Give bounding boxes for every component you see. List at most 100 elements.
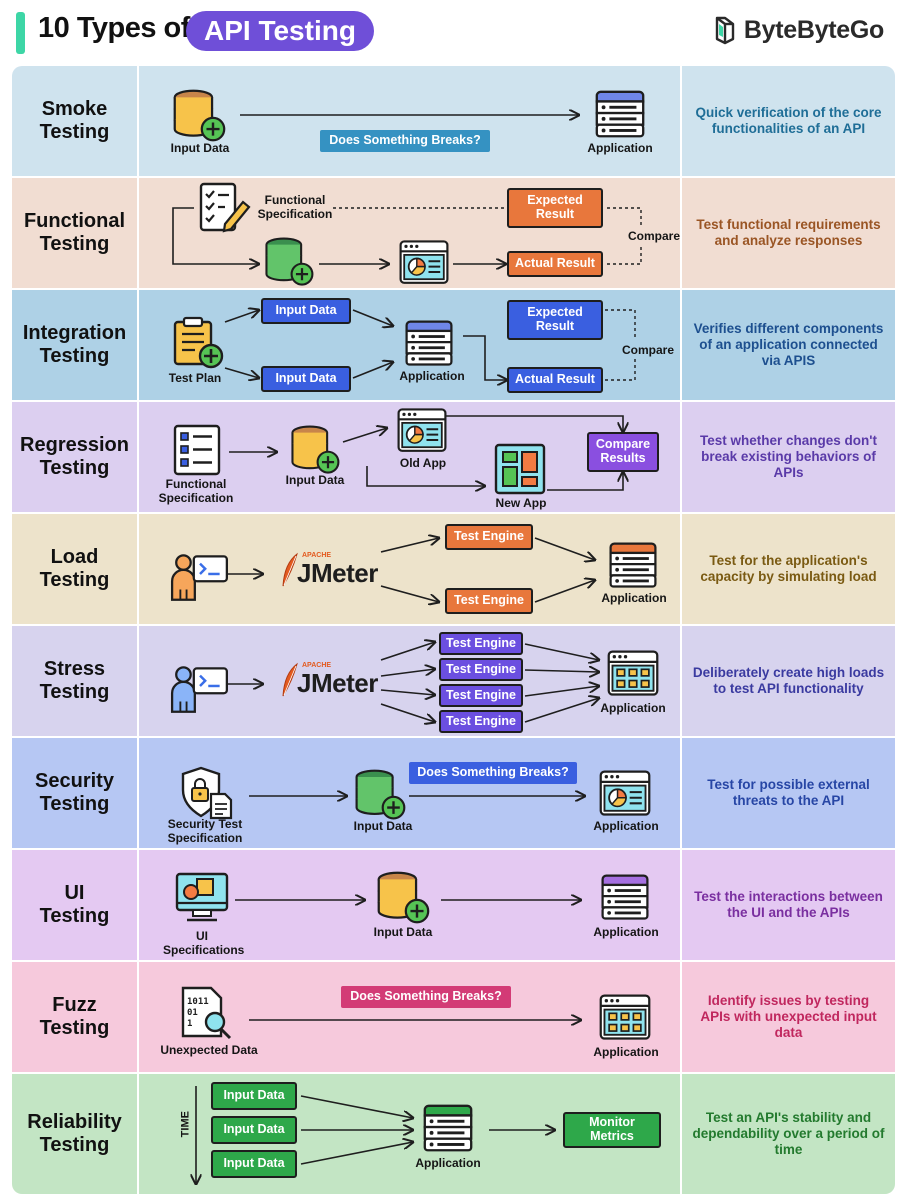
app-grid-icon <box>605 646 661 702</box>
input-data-label: Input Data <box>373 925 433 939</box>
connector-arrows <box>235 850 680 960</box>
app-window-icon <box>397 236 451 290</box>
monitor-shapes-icon <box>175 872 229 922</box>
connector-arrows <box>224 290 636 400</box>
connector-arrows <box>225 626 680 736</box>
row-description: Quick verification of the core functiona… <box>695 104 882 136</box>
input-data-label: Input Data <box>353 819 413 833</box>
brand-logo: ByteByteGo <box>712 14 884 46</box>
server-icon <box>401 316 457 372</box>
brand-name: ByteByteGo <box>743 15 884 44</box>
test-engine-box: Test Engine <box>439 632 523 655</box>
row-description: Test for the application's capacity by s… <box>700 552 877 584</box>
new-app-icon <box>494 443 546 495</box>
jmeter-label: JMeter <box>297 558 378 588</box>
bytebytego-logo-icon <box>715 16 735 45</box>
integration-diagram: Test Plan Input Data Input Data Applicat… <box>139 290 680 400</box>
app-window-icon <box>395 404 449 458</box>
app-grid-icon <box>597 990 653 1046</box>
connector-arrows <box>172 207 642 288</box>
jmeter-feather-icon <box>282 552 298 587</box>
jmeter-logo: APACHE JMeter <box>279 662 379 698</box>
test-engine-box: Test Engine <box>439 658 523 681</box>
load-diagram: APACHE JMeter Test Engine Test Engine Ap… <box>139 514 680 624</box>
clipboard-plus-icon <box>173 316 224 369</box>
binary-file-search-icon: 1011 01 1 <box>181 986 232 1040</box>
input-data-label: Input Data <box>170 141 230 155</box>
application-label: Application <box>415 1156 481 1170</box>
time-axis-label: TIME <box>179 1111 192 1138</box>
row-description: Verifies different components of an appl… <box>693 320 884 369</box>
app-window-icon <box>597 766 653 822</box>
compare-label: Compare <box>621 343 674 357</box>
jmeter-feather-icon <box>282 662 298 697</box>
test-engine-box: Test Engine <box>439 710 523 733</box>
application-label: Application <box>601 591 667 605</box>
row-description: Test functional requirements and analyze… <box>696 216 881 248</box>
test-engine-box-bottom: Test Engine <box>445 588 533 614</box>
connector-arrows <box>240 66 680 176</box>
jmeter-logo: APACHE JMeter <box>279 552 379 588</box>
svg-text:1: 1 <box>187 1019 192 1029</box>
question-chip: Does Something Breaks? <box>409 762 577 784</box>
row-description: Deliberately create high loads to test A… <box>692 664 885 696</box>
row-description: Test whether changes don't break existin… <box>700 432 877 481</box>
test-engine-box: Test Engine <box>439 684 523 707</box>
reliability-diagram: TIME Input Data Input Data Input Data Ap… <box>139 1074 680 1194</box>
user-terminal-icon <box>169 544 231 606</box>
application-label: Application <box>593 819 659 833</box>
svg-text:01: 01 <box>187 1008 198 1018</box>
input-data-box: Input Data <box>211 1150 297 1178</box>
smoke-diagram: Input Data Application Does Something Br… <box>139 66 680 176</box>
database-plus-icon <box>289 424 341 476</box>
svg-text:1011: 1011 <box>187 997 209 1007</box>
connector-arrows <box>249 962 680 1072</box>
question-chip: Does Something Breaks? <box>341 986 511 1008</box>
application-label: Application <box>593 925 659 939</box>
database-plus-icon <box>375 870 431 926</box>
shield-lock-icon <box>181 766 233 820</box>
actual-result-box: Actual Result <box>507 367 603 393</box>
row-description: Identify issues by testing APIs with une… <box>700 992 877 1041</box>
new-app-label: New App <box>495 496 547 510</box>
unexpected-data-label: Unexpected Data <box>160 1043 258 1057</box>
database-plus-icon <box>171 88 227 144</box>
server-icon <box>591 86 649 144</box>
fuzz-diagram: 1011 01 1 Unexpected Data Does Something… <box>139 962 680 1072</box>
user-terminal-icon <box>169 656 231 718</box>
page-title: 10 Types of <box>38 12 190 44</box>
row-description: Test for possible external threats to th… <box>707 776 870 808</box>
application-label: Application <box>399 369 465 383</box>
database-plus-icon <box>263 236 315 288</box>
application-label: Application <box>600 701 666 715</box>
row-description: Test the interactions between the UI and… <box>694 888 883 920</box>
application-label: Application <box>593 1045 659 1059</box>
server-icon <box>609 542 657 588</box>
connector-arrows <box>229 415 680 512</box>
server-icon <box>601 874 649 920</box>
accent-bar <box>16 12 25 54</box>
test-plan-label: Test Plan <box>168 371 222 385</box>
